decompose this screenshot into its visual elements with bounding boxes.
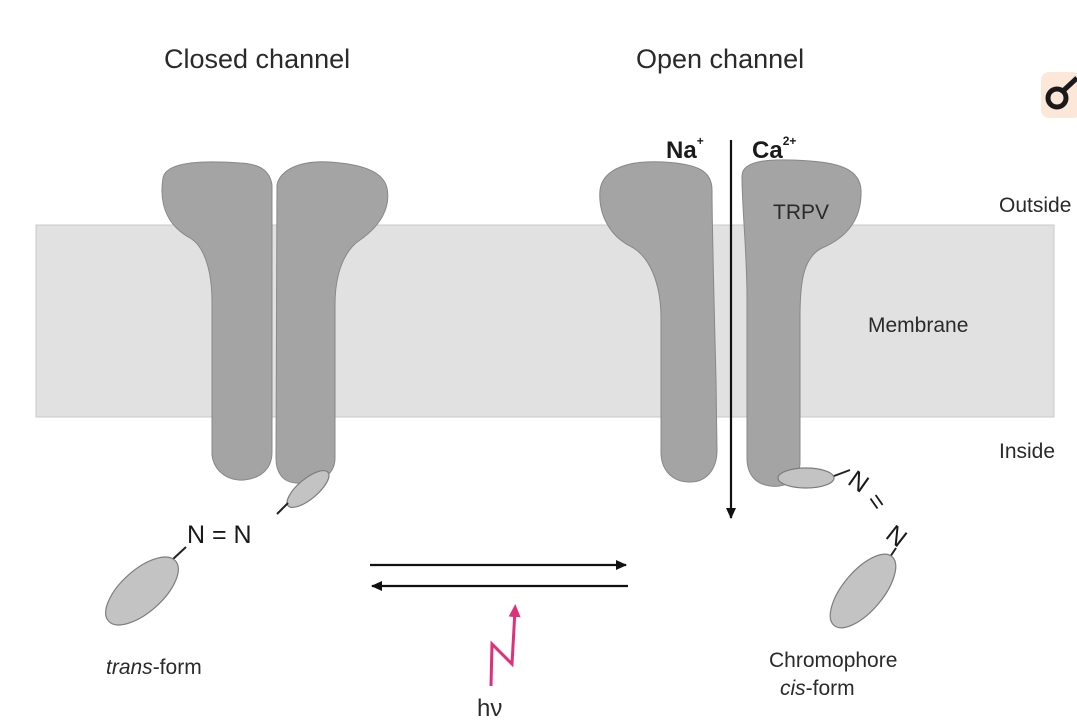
open-channel-right-subunit xyxy=(741,159,862,487)
inside-label: Inside xyxy=(999,440,1055,463)
na-charge: + xyxy=(697,134,704,148)
membrane-label: Membrane xyxy=(868,314,968,337)
closed-channel-right-subunit xyxy=(275,161,389,484)
cis-form-label: cis-form xyxy=(780,677,855,700)
trans-rest: -form xyxy=(153,656,202,679)
chromophore-label: Chromophore xyxy=(769,649,897,672)
male-symbol-icon xyxy=(1041,72,1077,118)
closed-channel-title: Closed channel xyxy=(164,44,350,74)
trans-chromophore-ellipse xyxy=(105,556,179,626)
ca-charge: 2+ xyxy=(783,134,797,148)
azo-cis-eq: = xyxy=(861,488,892,516)
open-channel-left-subunit xyxy=(599,161,718,483)
light-lightning-arrow xyxy=(489,604,521,687)
ca-text: Ca xyxy=(752,137,783,164)
open-anchor-ellipse xyxy=(777,467,835,489)
light-label: hν xyxy=(477,695,502,722)
cis-rest: -form xyxy=(806,677,855,700)
open-channel-title: Open channel xyxy=(636,44,804,74)
trans-form-label: trans-form xyxy=(106,656,202,679)
sodium-ion-label: Na+ xyxy=(666,134,704,164)
trpv-label: TRPV xyxy=(773,201,829,224)
cis-italic: cis xyxy=(780,677,806,700)
closed-channel-left-subunit xyxy=(161,161,273,481)
trans-italic: trans xyxy=(106,656,153,679)
closed-anchor-ellipse xyxy=(286,470,330,508)
azo-trans-label: N = N xyxy=(187,521,252,549)
azo-cis-n2: N xyxy=(881,520,912,553)
cis-chromophore-ellipse xyxy=(829,553,897,629)
na-text: Na xyxy=(666,137,697,164)
calcium-ion-label: Ca2+ xyxy=(752,134,796,164)
outside-label: Outside xyxy=(999,194,1071,217)
